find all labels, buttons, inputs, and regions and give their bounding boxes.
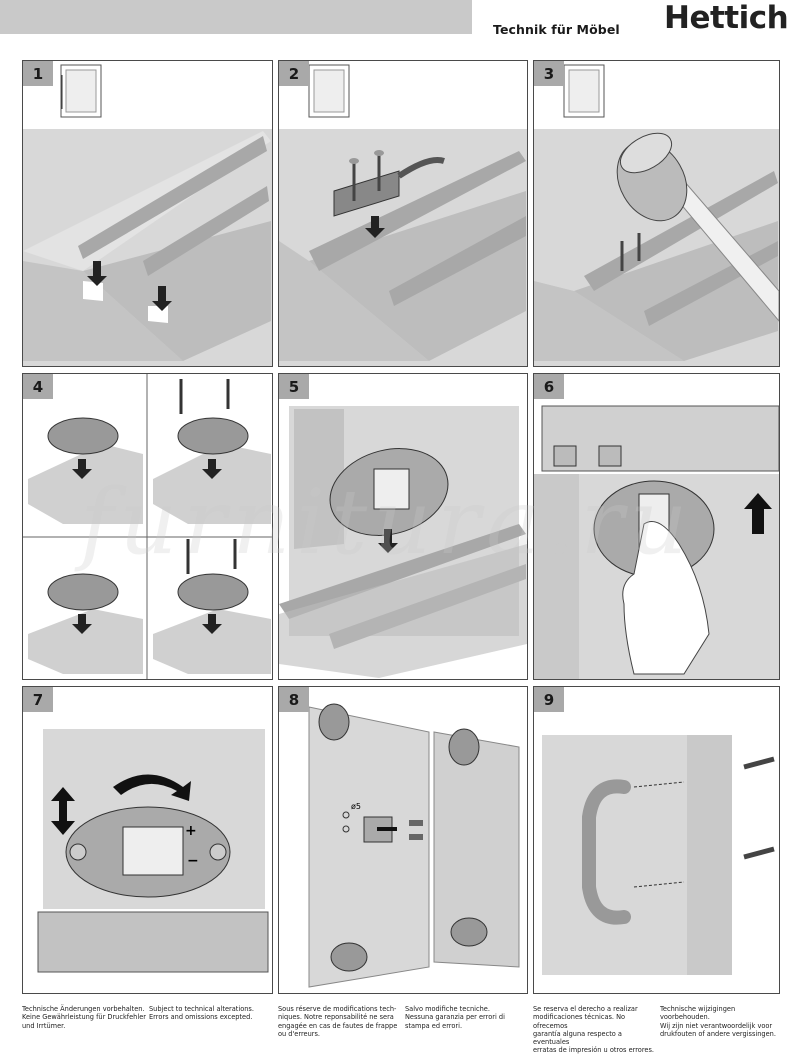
hole-diameter-label: ø5 [351, 802, 361, 811]
step-panel-2: 2 [278, 60, 528, 367]
footer-note-de: Technische Änderungen vorbehalten. Keine… [22, 1005, 146, 1030]
step-number: 7 [23, 687, 53, 712]
step-illustration [542, 735, 775, 975]
step-panel-7: 7 + − [22, 686, 273, 994]
step-illustration [534, 405, 779, 679]
footer-note-en: Subject to technical alterations. Errors… [149, 1005, 254, 1022]
header-bar [0, 0, 472, 34]
step-number: 9 [534, 687, 564, 712]
step-illustration: ø5 [308, 703, 520, 988]
step-number: 6 [534, 374, 564, 399]
step-number: 8 [279, 687, 309, 712]
step-panel-8: 8 ø5 [278, 686, 528, 994]
tagline: Technik für Möbel [493, 22, 620, 37]
step-panel-1: 1 [22, 60, 273, 367]
step-number: 3 [534, 61, 564, 86]
step-panel-5: 5 [278, 373, 528, 680]
plus-sign: + [185, 823, 197, 839]
step-illustration [23, 374, 272, 679]
step-panel-4: 4 [22, 373, 273, 680]
brand-logo: Hettich [664, 0, 789, 36]
step-number: 5 [279, 374, 309, 399]
step-panel-9: 9 [533, 686, 780, 994]
footer-note-es: Se reserva el derecho a realizar modific… [533, 1005, 654, 1055]
step-illustration [279, 64, 527, 366]
step-illustration [279, 406, 527, 678]
step-illustration [534, 64, 779, 366]
minus-sign: − [187, 853, 199, 869]
step-number: 1 [23, 61, 53, 86]
step-panel-3: 3 [533, 60, 780, 367]
step-illustration: + − [37, 729, 269, 973]
footer-note-fr: Sous réserve de modifications tech- niqu… [278, 1005, 398, 1038]
step-panel-6: 6 [533, 373, 780, 680]
footer-note-it: Salvo modifiche tecniche. Nessuna garanz… [405, 1005, 505, 1030]
step-illustration [23, 64, 272, 366]
step-number: 2 [279, 61, 309, 86]
footer-note-nl: Technische wijzigingen voorbehouden. Wij… [660, 1005, 776, 1038]
step-number: 4 [23, 374, 53, 399]
